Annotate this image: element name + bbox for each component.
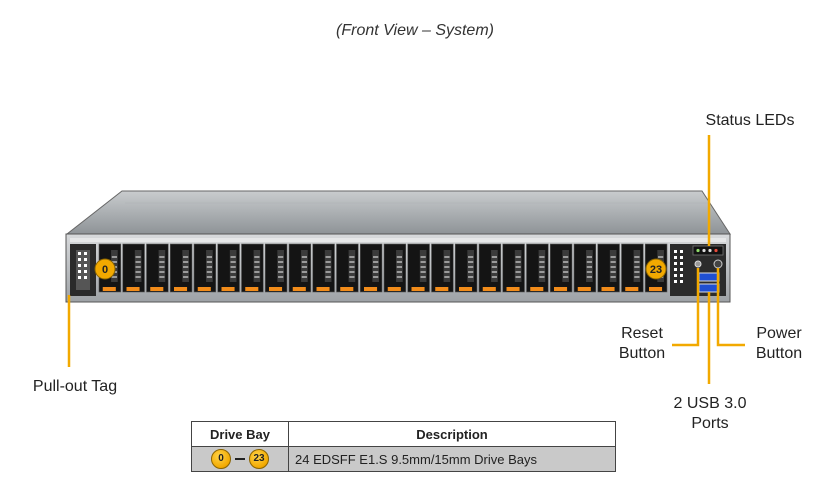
drive-bay-19 [549, 243, 573, 293]
drive-bay-14 [431, 243, 454, 293]
drive-bay-4 [193, 243, 217, 293]
bay-badge-last-label: 23 [650, 264, 662, 276]
drive-bay-2 [146, 243, 169, 293]
power-button-label: Power Button [748, 324, 810, 364]
reset-button-leader [672, 268, 700, 347]
reset-button [694, 260, 702, 268]
status-leds-label: Status LEDs [705, 112, 795, 129]
usb-ports-label-line1: 2 USB 3.0 [673, 395, 747, 412]
drive-bay-17 [502, 243, 525, 293]
drive-bay-20 [573, 243, 597, 293]
chassis-top [65, 190, 731, 235]
drive-bay-16 [478, 243, 502, 293]
legend-dash [235, 458, 245, 460]
legend-row: 0 23 24 EDSFF E1.S 9.5mm/15mm Drive Bays [191, 446, 616, 472]
drive-bay-12 [383, 243, 407, 293]
drive-bay-3 [169, 243, 193, 293]
usb-port-2 [698, 283, 720, 293]
drive-bay-15 [454, 243, 478, 293]
bay-badge-first-label: 0 [102, 264, 108, 276]
drive-bay-5 [217, 243, 240, 293]
drive-bay-22 [621, 243, 644, 293]
bay-badge-last: 23 [645, 258, 667, 280]
drive-bay-11 [359, 243, 383, 293]
pull-out-tag-label: Pull-out Tag [32, 378, 118, 395]
power-button-label-line2: Button [755, 345, 803, 362]
legend-header-drive-bay: Drive Bay [191, 421, 289, 447]
reset-button-label-line1: Reset [621, 325, 663, 342]
power-button-leader [716, 268, 745, 347]
usb-ports-label-line2: Ports [691, 415, 729, 432]
drive-bay-9 [312, 243, 335, 293]
drive-bay-7 [264, 243, 288, 293]
bay-badge-first: 0 [94, 258, 116, 280]
power-button [713, 259, 723, 269]
legend-cell-bays: 0 23 [191, 446, 289, 472]
legend-bay-to: 23 [249, 449, 269, 469]
legend-header-row: Drive Bay Description [191, 421, 616, 447]
callout-lines [67, 135, 745, 384]
drive-bay-10 [336, 243, 359, 293]
usb-ports-label: 2 USB 3.0 Ports [660, 394, 760, 434]
drive-bay-13 [407, 243, 430, 293]
drive-bay-21 [597, 243, 620, 293]
reset-button-label: Reset Button [612, 324, 672, 364]
figure-caption: (Front View – System) [336, 22, 494, 39]
legend-bay-from: 0 [211, 449, 231, 469]
legend-header-description: Description [288, 421, 616, 447]
power-button-label-line1: Power [756, 325, 802, 342]
left-ear [70, 244, 96, 296]
drive-bay-18 [526, 243, 549, 293]
drive-bay-8 [288, 243, 312, 293]
drive-bay-1 [122, 243, 145, 293]
drive-bay-6 [241, 243, 264, 293]
usb-port-1 [698, 272, 720, 282]
drive-bay-legend-table: Drive Bay Description 0 23 24 EDSFF E1.S … [191, 421, 616, 472]
legend-cell-description: 24 EDSFF E1.S 9.5mm/15mm Drive Bays [288, 446, 616, 472]
reset-button-label-line2: Button [618, 345, 666, 362]
